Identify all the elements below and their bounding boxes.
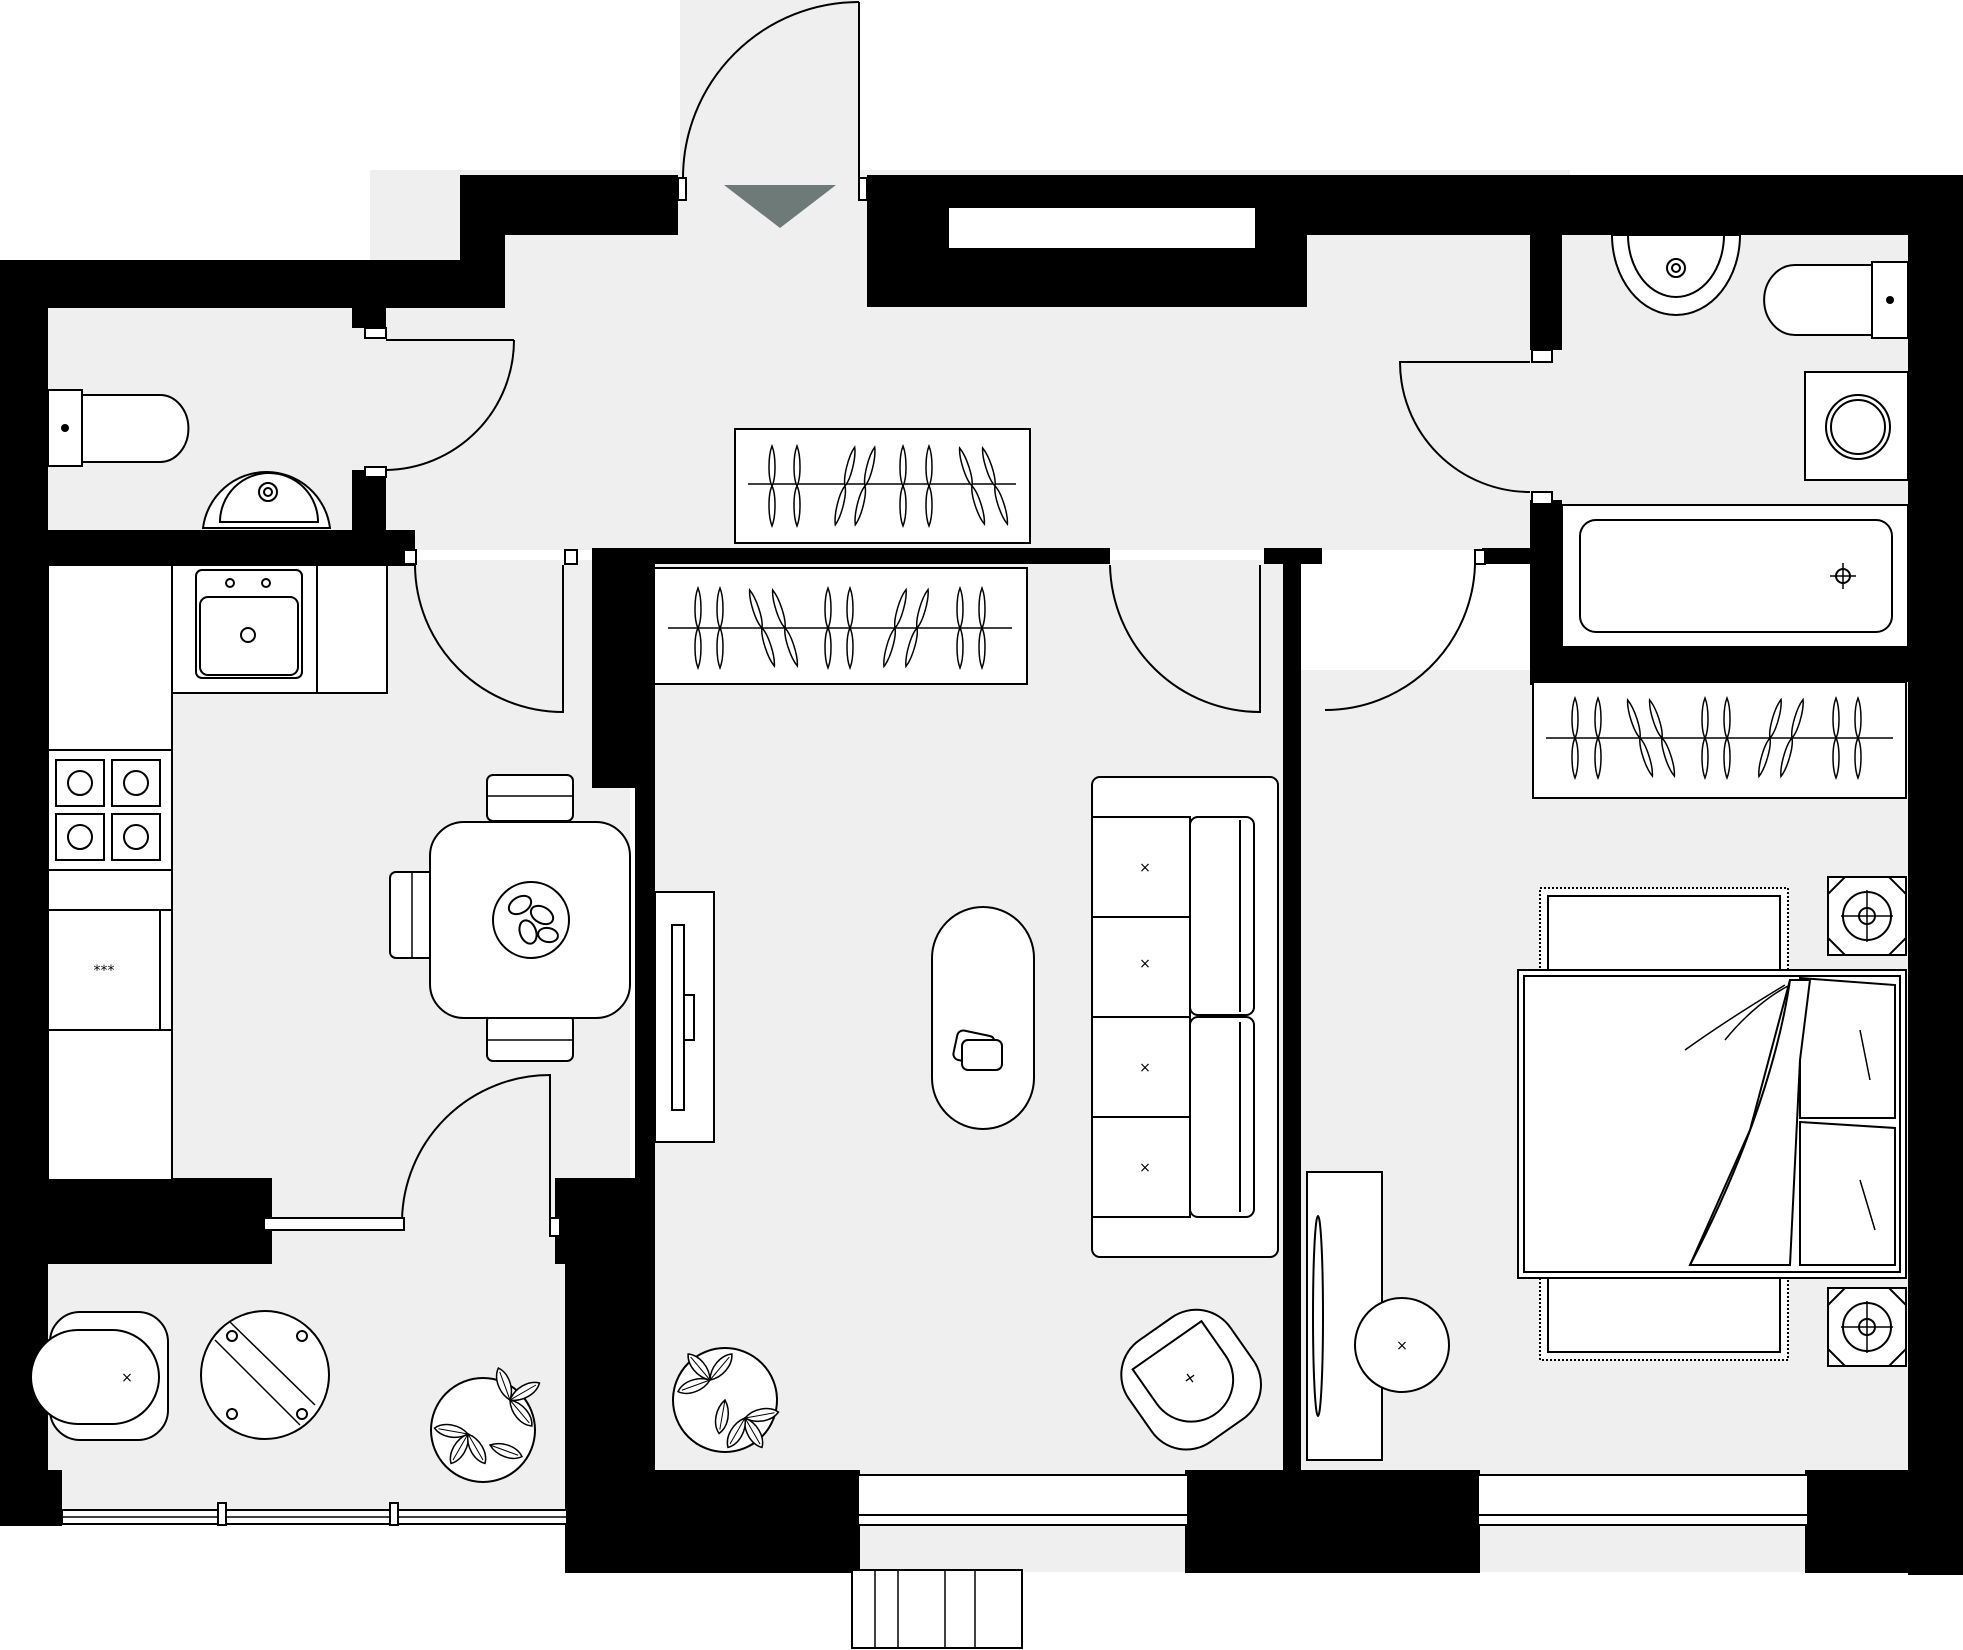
bedroom-door [1324, 564, 1476, 711]
hob-icon [47, 749, 173, 871]
wall-hall-living [592, 548, 1110, 564]
oven-icon: *** [47, 909, 173, 1031]
bed [1517, 969, 1907, 1279]
wall-left-outer [0, 260, 48, 1525]
tv-stand [654, 891, 715, 1143]
washbasin-icon [201, 470, 332, 529]
wall-bottom-living-left [565, 1470, 860, 1573]
svg-text:×: × [1139, 1160, 1151, 1176]
wall-bottom-left [0, 1470, 62, 1526]
toilet-icon [47, 389, 190, 467]
wall-bottom-mid [1185, 1470, 1480, 1573]
living-armchair-icon: + [1120, 1308, 1263, 1451]
nightstand-top-icon [1827, 876, 1907, 956]
wall-wc-right-lower [352, 470, 386, 540]
desk-stool-icon [1354, 1297, 1450, 1393]
wall-bath-left [1530, 235, 1562, 350]
wall-wc-kitchen [0, 530, 415, 566]
wall-top-entry-left [460, 175, 678, 235]
svg-text:×: × [1139, 956, 1151, 972]
windows [61, 1474, 1809, 1649]
bathroom-fixtures [1561, 234, 1909, 648]
floor-entry-door-swing [680, 0, 860, 190]
kitchen-sink-icon [195, 569, 303, 679]
wall-wc-right [352, 308, 386, 328]
wc-left-fixtures [47, 389, 332, 529]
kitchen-counter: *** [47, 564, 388, 1181]
wc-door [385, 339, 515, 471]
entrance-arrow-icon [724, 185, 836, 228]
wall-bottom-right [1805, 1470, 1963, 1573]
bedroom-furniture: × [1306, 876, 1907, 1461]
interior-doors [263, 327, 1553, 1237]
bath-washbasin-icon [1610, 234, 1742, 316]
wall-bath-bedroom [1530, 646, 1910, 682]
living-door [1109, 564, 1261, 714]
dining-chair-top [486, 774, 574, 822]
bathtub-icon [1561, 504, 1909, 648]
balcony-table-icon [200, 1310, 330, 1440]
entrance-door [677, 1, 868, 228]
wall-living-bedroom [1283, 548, 1301, 1478]
sofa: × × × × [1091, 776, 1279, 1258]
bedroom-wardrobe [1532, 681, 1907, 799]
bath-toilet-icon [1763, 261, 1909, 339]
living-wardrobe [653, 567, 1028, 685]
desk: × [1306, 1171, 1450, 1461]
hall-wardrobe [734, 428, 1031, 544]
kitchen-door [414, 564, 564, 714]
living-plant-icon [672, 1347, 781, 1453]
balcony-furniture: × [30, 1310, 544, 1483]
wall-kitchen-balcony [0, 1178, 272, 1264]
svg-text:×: × [121, 1370, 133, 1386]
living-balcony-step [851, 1569, 1023, 1649]
nightstand-bottom-icon [1827, 1287, 1907, 1367]
living-room-furniture: × × × × + [654, 776, 1279, 1453]
walls [0, 175, 1963, 1575]
fruit-bowl-icon [492, 881, 570, 959]
wall-hall-bedroom [1264, 548, 1322, 564]
svg-text:×: × [1139, 1060, 1151, 1076]
dining-chair-bottom [486, 1014, 574, 1062]
svg-text:×: × [1396, 1338, 1408, 1354]
wall-right-outer [1908, 175, 1963, 1575]
balcony-armchair-icon: × [30, 1311, 169, 1441]
dining-set [389, 774, 631, 1062]
washing-machine-icon [1804, 371, 1909, 481]
balcony-door [401, 1073, 551, 1221]
hall-niche [947, 206, 1257, 250]
coffee-table [931, 906, 1035, 1130]
wall-top-left [0, 260, 505, 308]
svg-text:***: *** [94, 963, 115, 979]
bathroom-door [1398, 361, 1531, 493]
svg-text:×: × [1139, 860, 1151, 876]
balcony-plant-icon [430, 1365, 544, 1483]
